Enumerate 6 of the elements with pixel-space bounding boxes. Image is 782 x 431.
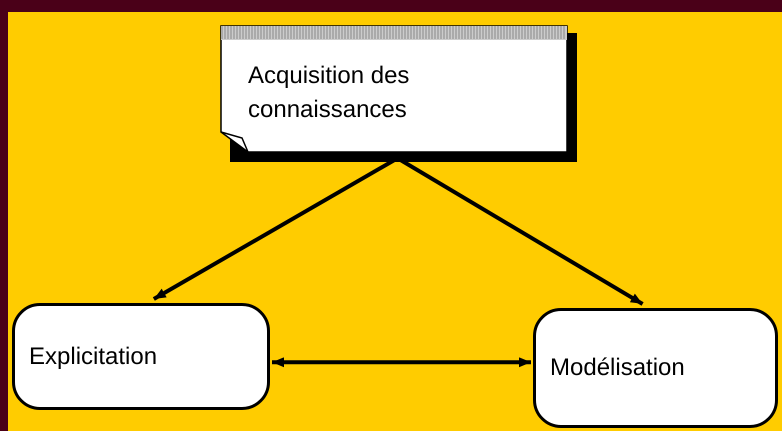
rounded-box	[533, 308, 778, 428]
node-label: Explicitation	[29, 342, 158, 372]
node-label: Modélisation	[550, 353, 685, 384]
arrow	[272, 357, 531, 368]
rounded-box	[12, 303, 270, 410]
node-label: Acquisition des connaissances	[248, 61, 410, 125]
